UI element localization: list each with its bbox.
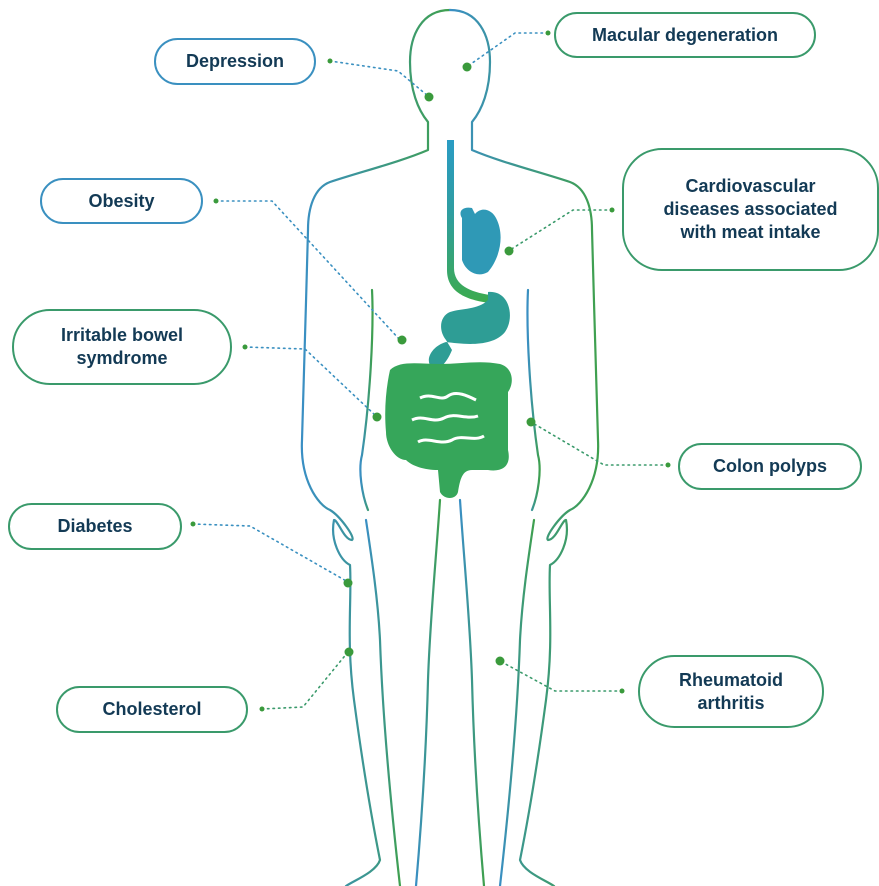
dot <box>260 707 265 712</box>
label-rheuma-line2: arthritis <box>679 692 783 715</box>
label-cardio-line3: with meat intake <box>663 221 837 244</box>
label-ibs-line2: symdrome <box>61 347 183 370</box>
connector-colon <box>531 422 668 465</box>
connector-macular <box>468 33 548 66</box>
dot <box>666 463 671 468</box>
label-irritable-bowel: Irritable bowel symdrome <box>12 309 232 385</box>
label-cholesterol-text: Cholesterol <box>102 698 201 721</box>
dot <box>620 689 625 694</box>
label-cardio-line1: Cardiovascular <box>663 175 837 198</box>
label-ibs-line1: Irritable bowel <box>61 324 183 347</box>
label-cardio-line2: diseases associated <box>663 198 837 221</box>
label-colon-text: Colon polyps <box>713 455 827 478</box>
dot <box>328 59 333 64</box>
dot <box>373 413 382 422</box>
dot <box>527 418 536 427</box>
dot <box>345 648 354 657</box>
connector-cholesterol <box>262 652 348 709</box>
dot <box>214 199 219 204</box>
dot <box>546 31 551 36</box>
dot <box>243 345 248 350</box>
label-diabetes: Diabetes <box>8 503 182 550</box>
heart-icon <box>460 208 500 275</box>
dot <box>496 657 505 666</box>
label-cardiovascular: Cardiovascular diseases associated with … <box>622 148 879 271</box>
connector-ibs <box>245 347 376 416</box>
dot <box>398 336 407 345</box>
dot <box>463 63 472 72</box>
intestines-icon <box>385 362 512 498</box>
label-macular-text: Macular degeneration <box>592 24 778 47</box>
connector-diabetes <box>193 524 348 582</box>
label-depression-text: Depression <box>186 50 284 73</box>
dot <box>191 522 196 527</box>
stomach-icon <box>429 292 510 369</box>
dot <box>610 208 615 213</box>
label-depression: Depression <box>154 38 316 85</box>
label-rheuma-line1: Rheumatoid <box>679 669 783 692</box>
organs <box>385 140 512 498</box>
label-macular-degeneration: Macular degeneration <box>554 12 816 58</box>
label-obesity-text: Obesity <box>88 190 154 213</box>
label-diabetes-text: Diabetes <box>57 515 132 538</box>
label-rheumatoid-arthritis: Rheumatoid arthritis <box>638 655 824 728</box>
dot <box>505 247 514 256</box>
label-obesity: Obesity <box>40 178 203 224</box>
label-cholesterol: Cholesterol <box>56 686 248 733</box>
dot <box>344 579 353 588</box>
label-colon-polyps: Colon polyps <box>678 443 862 490</box>
connector-cardio <box>510 210 612 250</box>
dot <box>425 93 434 102</box>
